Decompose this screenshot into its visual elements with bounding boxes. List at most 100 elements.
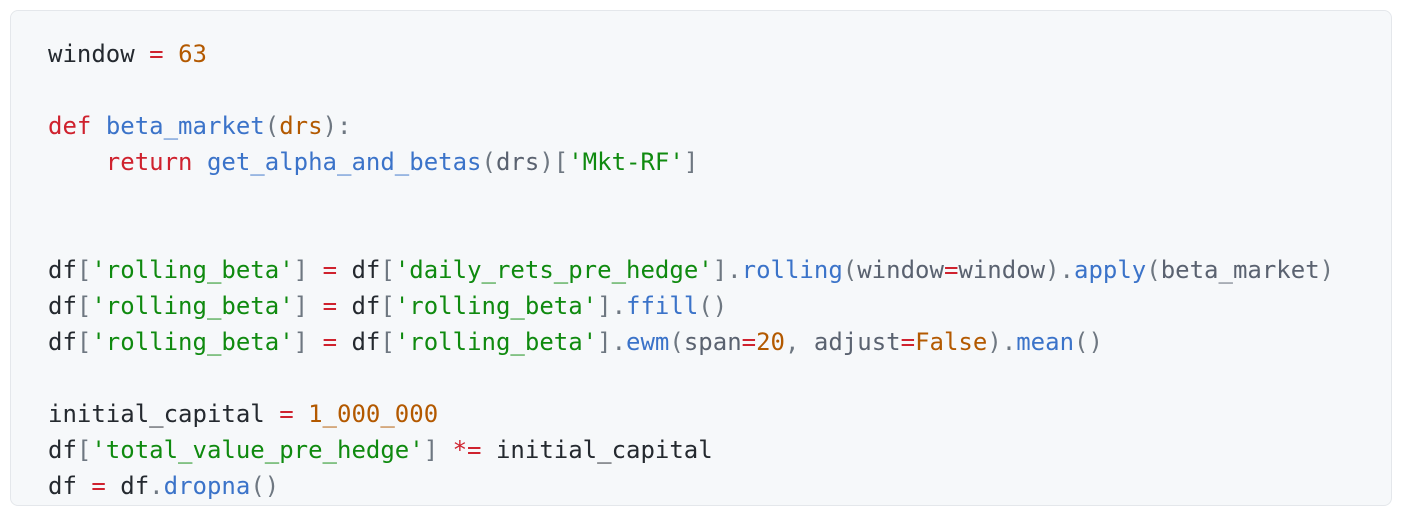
code-token: window [857,256,944,284]
code-token: dropna [163,472,251,500]
code-token: 1_000_000 [308,400,439,428]
code-token: apply [1074,256,1147,284]
code-token: , [785,328,814,356]
code-token: = [322,292,338,320]
code-token: adjust [813,328,901,356]
code-line: df['rolling_beta'] = df['daily_rets_pre_… [48,252,1391,288]
code-token: window [958,256,1046,284]
code-token [337,292,351,320]
code-token: [ [380,256,395,284]
code-token: 'Mkt-RF' [568,148,684,176]
code-token: df [48,292,77,320]
code-token [337,256,351,284]
code-line: df['total_value_pre_hedge'] *= initial_c… [48,432,1391,468]
code-line [48,180,1391,216]
code-token: ( [1146,256,1161,284]
code-token: rolling [741,256,843,284]
code-token: df [48,436,77,464]
code-token: 'rolling_beta' [91,256,294,284]
code-line: df = df.dropna() [48,468,1391,504]
code-line [48,360,1391,396]
code-token: = [279,400,294,428]
code-line: df['rolling_beta'] = df['rolling_beta'].… [48,324,1391,360]
code-line: window = 63 [48,36,1391,72]
code-token: 'rolling_beta' [394,328,598,356]
code-token: ): [322,112,352,140]
code-token: = [900,328,916,356]
code-token: initial_capital [495,436,713,464]
code-token: = [741,328,757,356]
code-token: drs [495,148,540,176]
code-token: ffill [626,292,699,320]
code-token: ( [669,328,684,356]
code-token: ( [481,148,496,176]
code-token: ). [987,328,1017,356]
code-token: def [48,112,92,140]
code-token: beta_market [105,112,265,140]
code-token: ]. [712,256,742,284]
code-token: window [48,40,135,68]
code-token [438,436,452,464]
code-token [265,400,279,428]
code-token: span [683,328,742,356]
code-token: ] [293,328,309,356]
code-line: def beta_market(drs): [48,108,1391,144]
code-line [48,72,1391,108]
code-token: mean [1016,328,1075,356]
code-token: ]. [597,328,627,356]
code-token: = [149,40,164,68]
code-token: df [351,256,381,284]
code-token: 'daily_rets_pre_hedge' [394,256,713,284]
code-token: ewm [626,328,670,356]
code-token: df [48,328,77,356]
code-line [48,216,1391,252]
code-token [308,328,322,356]
code-token: ( [842,256,858,284]
code-token: [ [76,256,92,284]
code-token: . [149,472,164,500]
code-token [48,148,106,176]
code-token: ). [1045,256,1074,284]
code-token: 'rolling_beta' [91,292,294,320]
code-token: [ [76,436,92,464]
code-token [294,400,308,428]
code-token: drs [279,112,323,140]
code-token: *= [452,436,482,464]
code-token: () [698,292,728,320]
code-token: 20 [756,328,785,356]
code-token [482,436,496,464]
code-token: 63 [178,40,207,68]
code-token: = [322,256,338,284]
code-token [193,148,207,176]
code-token [164,40,178,68]
code-token: ( [264,112,280,140]
code-token: df [351,328,381,356]
code-token: ] [293,292,309,320]
code-token [135,40,149,68]
code-token: = [322,328,338,356]
code-token: ] [423,436,439,464]
code-token: [ [76,292,92,320]
code-token: ] [683,148,699,176]
code-token: = [91,472,106,500]
code-token: False [915,328,988,356]
code-line: initial_capital = 1_000_000 [48,396,1391,432]
code-token [308,292,322,320]
code-token: ]. [597,292,627,320]
code-token: return [105,148,193,176]
code-token [106,472,120,500]
code-token: beta_market [1160,256,1320,284]
code-token: = [943,256,959,284]
code-token: get_alpha_and_betas [206,148,482,176]
code-token [77,472,91,500]
code-token [91,112,105,140]
code-token: [ [76,328,92,356]
code-token: )[ [539,148,569,176]
code-line: df['rolling_beta'] = df['rolling_beta'].… [48,288,1391,324]
code-token: ) [1319,256,1335,284]
code-token: df [48,472,77,500]
code-token: [ [380,292,395,320]
code-token: [ [380,328,395,356]
